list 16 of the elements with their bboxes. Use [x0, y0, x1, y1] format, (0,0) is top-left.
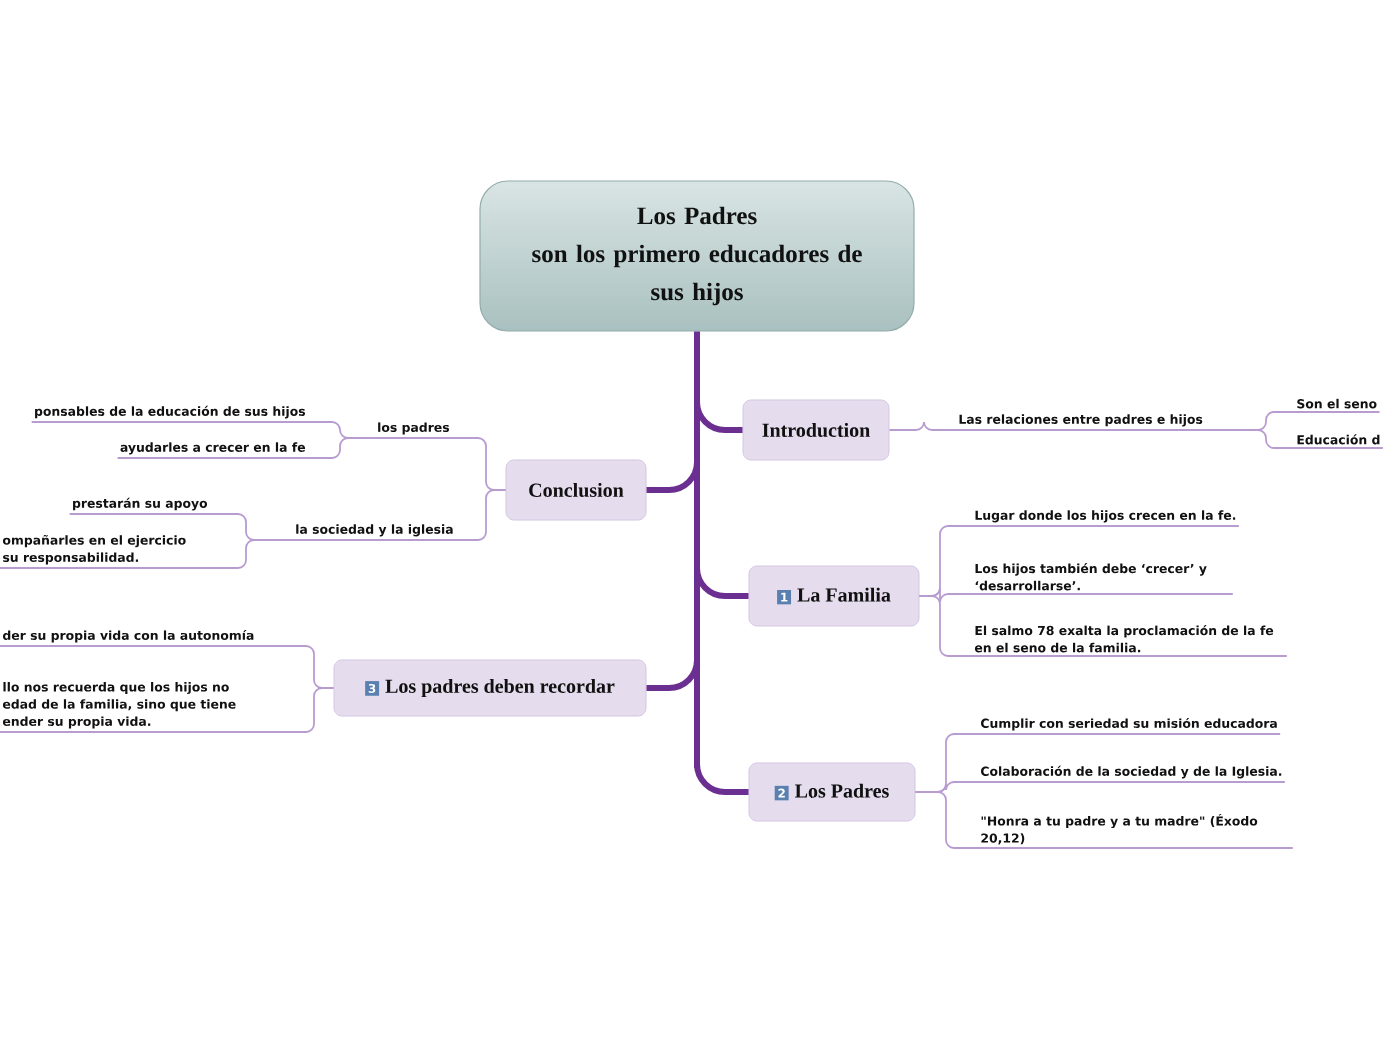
branch-line [694, 744, 749, 795]
topic-box: Introduction [742, 399, 890, 461]
branch-line [888, 421, 1207, 431]
branch-line [918, 595, 1288, 657]
branch-line [1204, 429, 1384, 449]
branch-line [646, 442, 700, 493]
branch-line [116, 437, 376, 459]
branch-line [914, 791, 1294, 849]
branch-line [694, 382, 743, 433]
branch-line [694, 548, 749, 599]
topic-box: Conclusion [505, 459, 647, 521]
branch-line [0, 539, 294, 569]
branch-line [291, 489, 507, 541]
branch-line [646, 640, 700, 691]
central-topic-box: Los Padres son los primero educadores de sus hijos [479, 180, 915, 332]
branch-line [0, 687, 335, 733]
